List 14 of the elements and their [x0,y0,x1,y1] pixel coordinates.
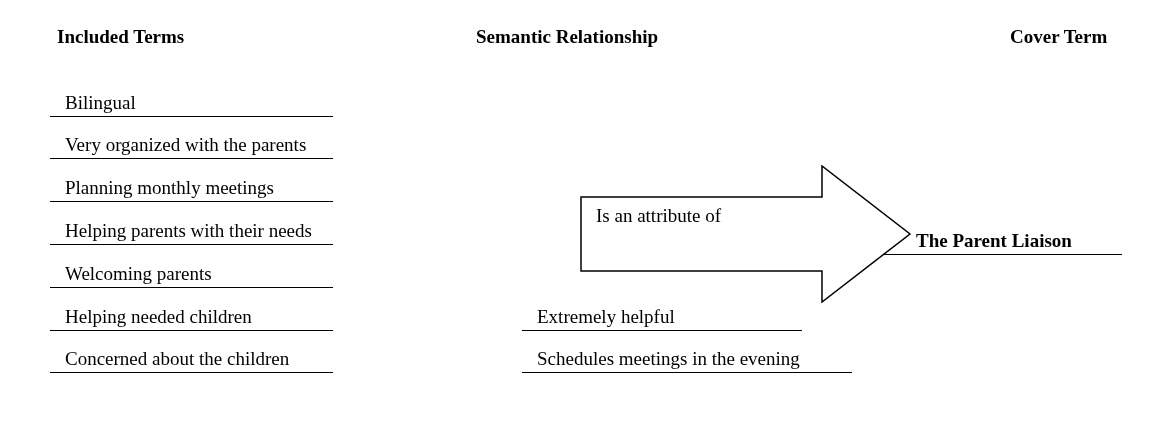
included-term: Concerned about the children [50,346,333,373]
included-term: Extremely helpful [522,304,802,331]
included-term: Planning monthly meetings [50,175,333,202]
included-term: Welcoming parents [50,261,333,288]
included-term: Helping needed children [50,304,333,331]
included-term: Very organized with the parents [50,132,333,159]
included-term: Helping parents with their needs [50,218,333,245]
column-heading: Included Terms [57,25,185,49]
column-heading: Cover Term [1010,25,1108,49]
included-term: Bilingual [50,90,333,117]
column-heading: Semantic Relationship [476,25,659,49]
included-term: Schedules meetings in the evening [522,346,852,373]
block-arrow [580,165,912,303]
relationship-label: Is an attribute of [596,204,722,228]
